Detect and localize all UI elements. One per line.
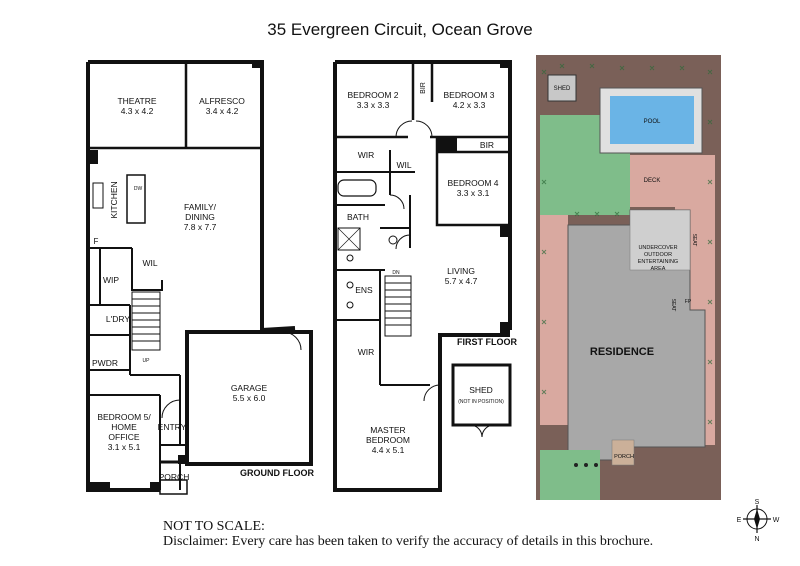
fridge-mark: F	[94, 237, 99, 246]
room-garage-name: GARAGE	[231, 383, 268, 393]
room-family-name-2: DINING	[185, 212, 215, 222]
site-undercover-area	[629, 209, 691, 271]
room-family-size: 7.8 x 7.7	[184, 222, 217, 232]
compass-e: E	[737, 517, 742, 524]
room-theatre-name: THEATRE	[117, 96, 156, 106]
site-shed	[547, 74, 577, 102]
room-master-name-2: BEDROOM	[366, 435, 410, 445]
room-wil-name: WIL	[396, 160, 411, 170]
site-undercover-line-4: AREA	[651, 266, 666, 272]
room-bedroom4-name: BEDROOM 4	[447, 178, 498, 188]
site-residence-label: RESIDENCE	[590, 346, 654, 358]
room-laundry-name: L'DRY	[106, 314, 130, 324]
room-bedroom5-name-3: OFFICE	[108, 432, 139, 442]
compass-s: S	[755, 499, 760, 506]
site-seat-1-label: SEAT	[691, 234, 697, 247]
stairs-down-mark: DN	[392, 270, 400, 276]
room-ens-name: ENS	[355, 285, 373, 295]
first-floor-label: FIRST FLOOR	[457, 337, 517, 347]
compass-w: W	[773, 517, 780, 524]
room-entry-name: ENTRY	[158, 422, 187, 432]
room-bedroom3-name: BEDROOM 3	[443, 90, 494, 100]
site-fp-label: FP	[685, 299, 692, 305]
shed-name: SHED	[469, 385, 493, 395]
room-bedroom5-name-2: HOME	[111, 422, 137, 432]
site-undercover-line-3: ENTERTAINING	[638, 259, 678, 265]
site-porch-label: PORCH	[614, 454, 634, 460]
room-wir-2-name: WIR	[358, 347, 375, 357]
site-deck	[630, 155, 675, 207]
room-bedroom2-size: 3.3 x 3.3	[357, 100, 390, 110]
not-to-scale-note: NOT TO SCALE:	[163, 519, 265, 534]
room-alfresco-name: ALFRESCO	[199, 96, 245, 106]
room-powder-name: PWDR	[92, 358, 118, 368]
room-master-size: 4.4 x 5.1	[372, 445, 405, 455]
ground-floor-labels: THEATRE 4.3 x 4.2 ALFRESCO 3.4 x 4.2 KIT…	[92, 96, 314, 482]
dishwasher-mark: DW	[134, 186, 143, 192]
site-lawn-south	[540, 450, 600, 500]
first-floor-plan	[333, 60, 512, 492]
room-porch-name: PORCH	[159, 472, 190, 482]
site-porch	[611, 439, 635, 466]
room-wip-name: WIP	[103, 275, 119, 285]
room-bedroom2-name: BEDROOM 2	[347, 90, 398, 100]
site-seat-2-label: SEAT	[670, 299, 676, 312]
site-pool-label: POOL	[644, 119, 661, 125]
room-kitchen-name: KITCHEN	[109, 181, 119, 218]
shed-note: (NOT IN POSITION)	[458, 399, 504, 405]
room-family-name: FAMILY/	[184, 202, 217, 212]
disclaimer-note: Disclaimer: Every care has been taken to…	[163, 534, 654, 549]
site-paving-west	[540, 215, 568, 425]
room-bir-1-name: BIR	[420, 82, 427, 94]
compass-n: N	[754, 536, 759, 543]
ground-floor-label: GROUND FLOOR	[240, 468, 314, 478]
room-bedroom3-size: 4.2 x 3.3	[453, 100, 486, 110]
ground-floor-plan	[86, 60, 313, 495]
shed-detached: SHED (NOT IN POSITION)	[451, 363, 512, 438]
site-deck-label: DECK	[644, 178, 661, 184]
site-undercover-line-2: OUTDOOR	[644, 252, 672, 258]
site-undercover-line-1: UNDERCOVER	[638, 245, 677, 251]
room-wir-1-name: WIR	[358, 150, 375, 160]
room-living-name: LIVING	[447, 266, 475, 276]
site-plan: SHED POOL DECK UNDERCOVER OUTDOOR ENTERT…	[536, 55, 721, 500]
compass: S N E W	[737, 499, 780, 543]
room-master-name: MASTER	[370, 425, 405, 435]
room-bedroom4-size: 3.3 x 3.1	[457, 188, 490, 198]
room-garage-size: 5.5 x 6.0	[233, 393, 266, 403]
room-bir-2-name: BIR	[480, 140, 494, 150]
room-wil-name: WIL	[142, 258, 157, 268]
room-bedroom5-name: BEDROOM 5/	[97, 412, 151, 422]
page-title: 35 Evergreen Circuit, Ocean Grove	[267, 20, 533, 39]
site-pool	[610, 96, 694, 144]
room-bedroom5-size: 3.1 x 5.1	[108, 442, 141, 452]
first-floor-labels: BEDROOM 2 3.3 x 3.3 BEDROOM 3 4.2 x 3.3 …	[347, 82, 518, 455]
room-theatre-size: 4.3 x 4.2	[121, 106, 154, 116]
room-living-size: 5.7 x 4.7	[445, 276, 478, 286]
stairs-up-mark: UP	[143, 358, 151, 364]
room-alfresco-size: 3.4 x 4.2	[206, 106, 239, 116]
site-shed-label: SHED	[554, 86, 571, 92]
room-bath-name: BATH	[347, 212, 369, 222]
